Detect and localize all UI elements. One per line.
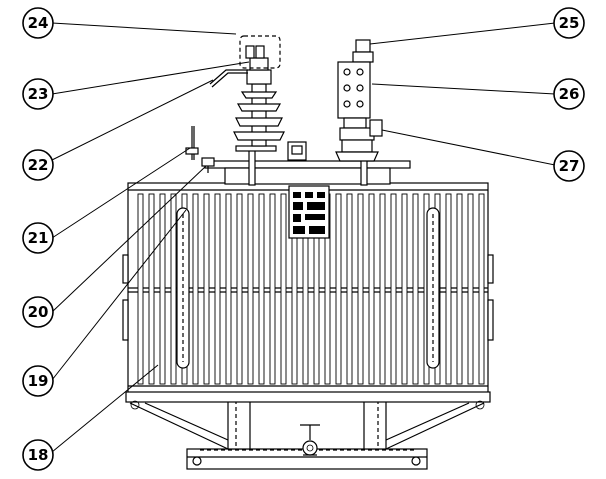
callout-23: 23 [22,78,54,110]
hv-bushing [209,35,285,147]
tank-cover [204,145,411,186]
fin [280,193,287,385]
drain-valve [300,424,320,456]
oil-level-gauge-left [176,207,190,369]
fin [335,193,342,385]
callout-26-label: 26 [559,85,580,103]
leader-lines [51,22,556,453]
fin [170,193,177,385]
fin [478,193,485,385]
fin [412,193,419,385]
fin [214,193,221,385]
callout-21-label: 21 [28,229,49,247]
lifting-lug [201,157,215,173]
lv-bushing [335,39,383,162]
fin [379,193,386,385]
callout-24-label: 24 [28,14,49,32]
callout-26: 26 [553,78,585,110]
callout-25-label: 25 [559,14,580,32]
callout-25: 25 [553,7,585,39]
callout-22: 22 [22,149,54,181]
fin [203,193,210,385]
callout-18-label: 18 [28,446,49,464]
callout-23-label: 23 [28,85,49,103]
corrugated-fins [137,193,485,385]
pressure-relief-device [287,141,307,161]
nameplate [288,185,330,239]
base-skid [129,393,485,470]
fin [456,193,463,385]
fin [148,193,155,385]
fin [445,193,452,385]
callout-20-label: 20 [28,303,49,321]
callout-27: 27 [553,150,585,182]
callout-19: 19 [22,365,54,397]
callout-18: 18 [22,439,54,471]
oil-level-gauge-right [426,207,440,369]
breather-pipe [185,126,199,160]
callout-19-label: 19 [28,372,49,390]
fin [159,193,166,385]
fin [346,193,353,385]
fin [225,193,232,385]
fin [247,193,254,385]
fin [192,193,199,385]
fin [401,193,408,385]
callout-20: 20 [22,296,54,328]
fin [357,193,364,385]
fin [467,193,474,385]
callout-27-label: 27 [559,157,580,175]
fin [269,193,276,385]
callout-22-label: 22 [28,156,49,174]
fin [236,193,243,385]
fin [368,193,375,385]
fin [258,193,265,385]
fin [390,193,397,385]
callout-21: 21 [22,222,54,254]
callout-24: 24 [22,7,54,39]
fin [137,193,144,385]
